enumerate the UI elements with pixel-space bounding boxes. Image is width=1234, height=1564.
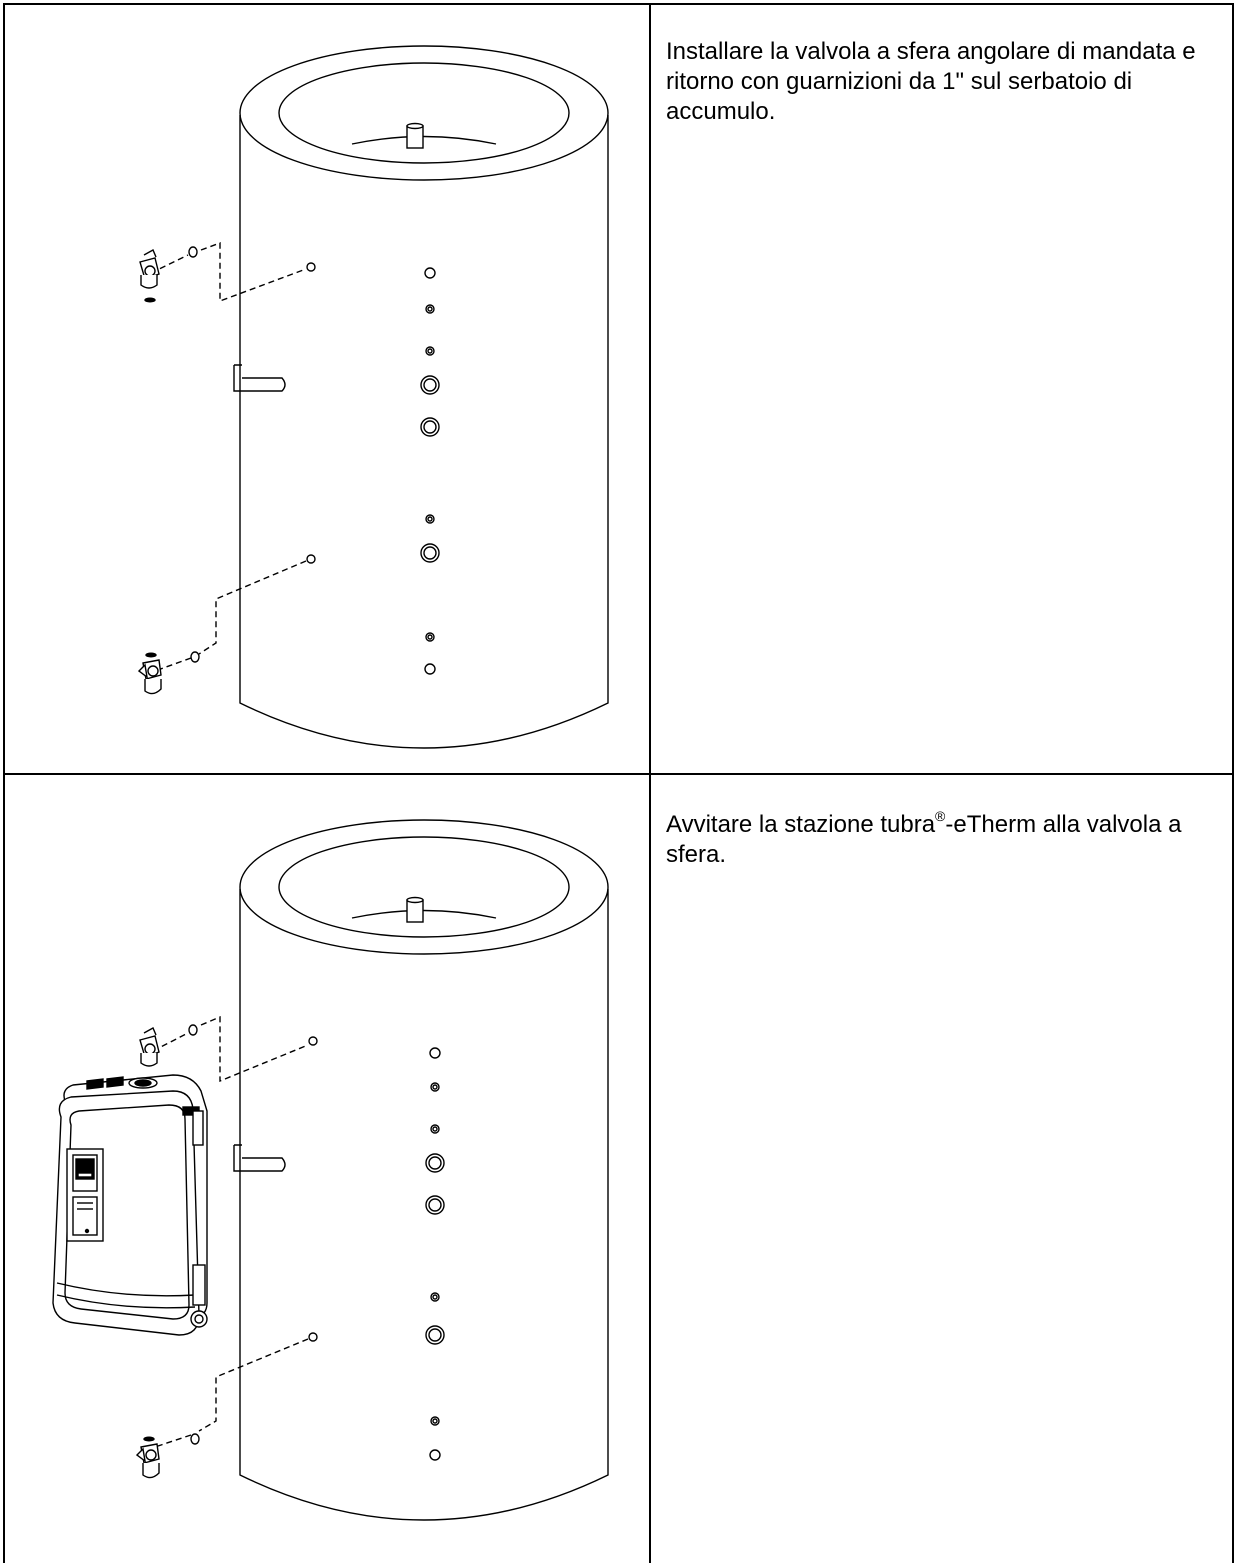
- step-2-illustration: [3, 775, 649, 1563]
- tubra-etherm-station: [52, 1074, 208, 1336]
- step-1-text-content: Installare la valvola a sfera angolare d…: [666, 38, 1196, 125]
- step-2-text-before: Avvitare la stazione tubra: [666, 811, 936, 838]
- lower-ball-valve: [137, 651, 200, 695]
- assembly-lines: [150, 241, 307, 672]
- step-1-illustration: [3, 3, 649, 773]
- table-border-right: [1232, 3, 1234, 1563]
- tank-ports: [306, 262, 440, 675]
- tank-side-bracket: [233, 1144, 286, 1172]
- tank-ports: [308, 1036, 445, 1461]
- step-1-text: Installare la valvola a sfera angolare d…: [666, 37, 1206, 127]
- storage-tank: [239, 45, 609, 749]
- upper-ball-valve: [139, 1024, 198, 1083]
- row-divider: [3, 773, 1234, 775]
- registered-mark: ®: [935, 808, 946, 824]
- upper-ball-valve: [139, 246, 198, 303]
- column-divider: [649, 3, 651, 1563]
- step-2-text-after: -eTherm alla valvola a sfera.: [666, 811, 1182, 868]
- tank-side-bracket: [233, 364, 286, 392]
- lower-ball-valve: [135, 1433, 200, 1479]
- assembly-lines: [152, 1015, 309, 1448]
- storage-tank: [239, 819, 609, 1521]
- table-border-left: [3, 3, 5, 1563]
- step-2-text: Avvitare la stazione tubra®-eTherm alla …: [666, 808, 1206, 870]
- table-border-top: [3, 3, 1234, 5]
- instruction-table: Installare la valvola a sfera angolare d…: [3, 3, 1234, 1563]
